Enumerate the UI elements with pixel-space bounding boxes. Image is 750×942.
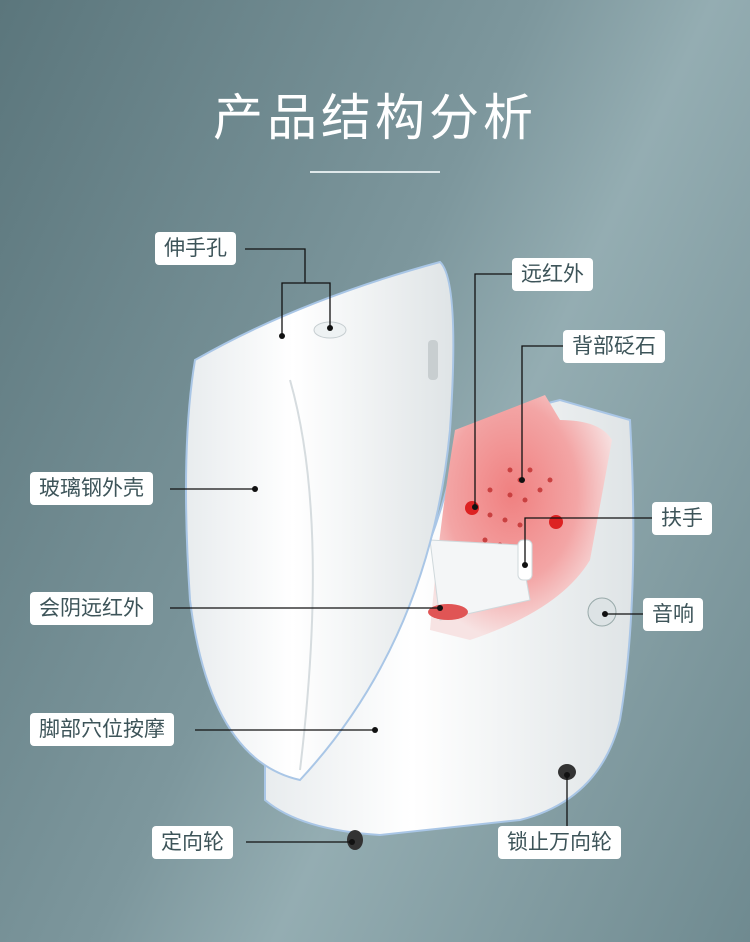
label-armrest: 扶手 (652, 502, 712, 535)
label-hand-hole: 伸手孔 (155, 232, 236, 265)
label-back-stone: 背部砭石 (563, 330, 665, 363)
seat (429, 539, 531, 621)
title-divider (310, 171, 440, 173)
label-speaker: 音响 (643, 598, 703, 631)
label-far-infrared: 远红外 (512, 258, 593, 291)
fixed-wheel-shape (347, 830, 363, 850)
label-locking-caster: 锁止万向轮 (498, 826, 621, 859)
lid-shell (185, 260, 455, 782)
speaker-shape (587, 597, 617, 627)
label-foot-massage: 脚部穴位按摩 (30, 713, 174, 746)
label-fixed-wheel: 定向轮 (152, 826, 233, 859)
callout-dots (252, 325, 608, 845)
label-perineum-infrared: 会阴远红外 (30, 592, 153, 625)
callout-lines (170, 248, 652, 843)
page-title: 产品结构分析 (213, 89, 537, 147)
far-infrared-lamp-right (549, 515, 563, 529)
perineum-lamp (428, 604, 468, 620)
label-fiberglass-shell: 玻璃钢外壳 (30, 472, 153, 505)
